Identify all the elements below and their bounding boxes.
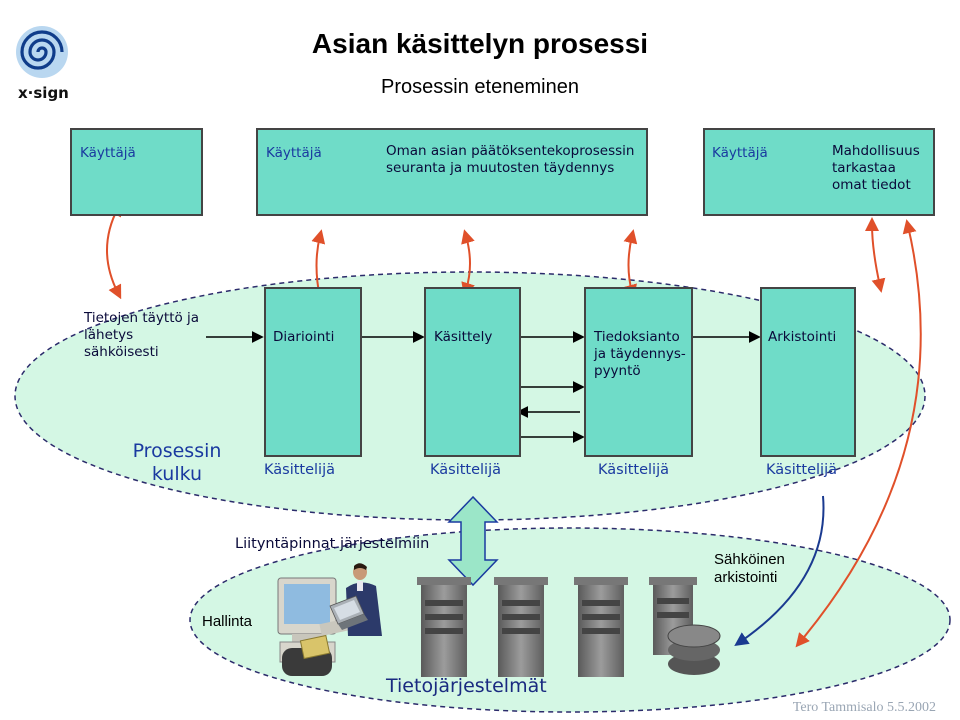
system-ellipse — [189, 527, 951, 713]
role-label: Käyttäjä — [266, 145, 322, 161]
top-box-3 — [703, 128, 935, 216]
server-icon — [494, 577, 548, 677]
top-box-1 — [70, 128, 203, 216]
handler-label: Käsittelijä — [430, 462, 501, 478]
server-icon — [417, 577, 471, 677]
page-subtitle: Prosessin eteneminen — [381, 76, 579, 98]
card-reader-icon — [282, 634, 332, 676]
step-label: Diariointi — [273, 329, 335, 345]
top-box-3-text: Mahdollisuus tarkastaa omat tiedot — [832, 143, 920, 193]
interface-arrow — [447, 495, 499, 587]
role-label: Käyttäjä — [80, 145, 136, 161]
top-box-2-text: Oman asian päätöksentekoprosessin seuran… — [386, 143, 635, 176]
disk-stack-icon — [667, 624, 721, 675]
page-title: Asian käsittelyn prosessi — [311, 28, 649, 59]
server-icon — [574, 577, 628, 677]
user-laptop-icon — [329, 563, 382, 636]
archive-label: Sähköinen arkistointi — [714, 551, 785, 586]
flow-label: Prosessin kulku — [132, 440, 222, 485]
handler-label: Käsittelijä — [598, 462, 669, 478]
step-label: Arkistointi — [768, 329, 837, 345]
logo-text: x·sign — [18, 84, 69, 102]
step-box-3 — [584, 287, 693, 457]
step-label: Käsittely — [434, 329, 493, 345]
system-label: Tietojärjestelmät — [386, 675, 547, 697]
step-box-4 — [760, 287, 856, 457]
step-label: Tiedoksianto ja täydennys-pyyntö — [594, 329, 686, 379]
interfaces-label: Liityntäpinnat järjestelmiin — [235, 536, 430, 552]
handler-label: Käsittelijä — [766, 462, 837, 478]
admin-label: Hallinta — [202, 613, 253, 630]
intake-text: Tietojen täyttö ja lähetys sähköisesti — [84, 310, 200, 360]
step-box-1 — [264, 287, 362, 457]
logo-spiral-icon — [16, 26, 68, 78]
top-box-2 — [256, 128, 648, 216]
handler-label: Käsittelijä — [264, 462, 335, 478]
role-label: Käyttäjä — [712, 145, 768, 161]
footer-text: Tero Tammisalo 5.5.2002 — [792, 700, 936, 715]
step-box-2 — [424, 287, 521, 457]
